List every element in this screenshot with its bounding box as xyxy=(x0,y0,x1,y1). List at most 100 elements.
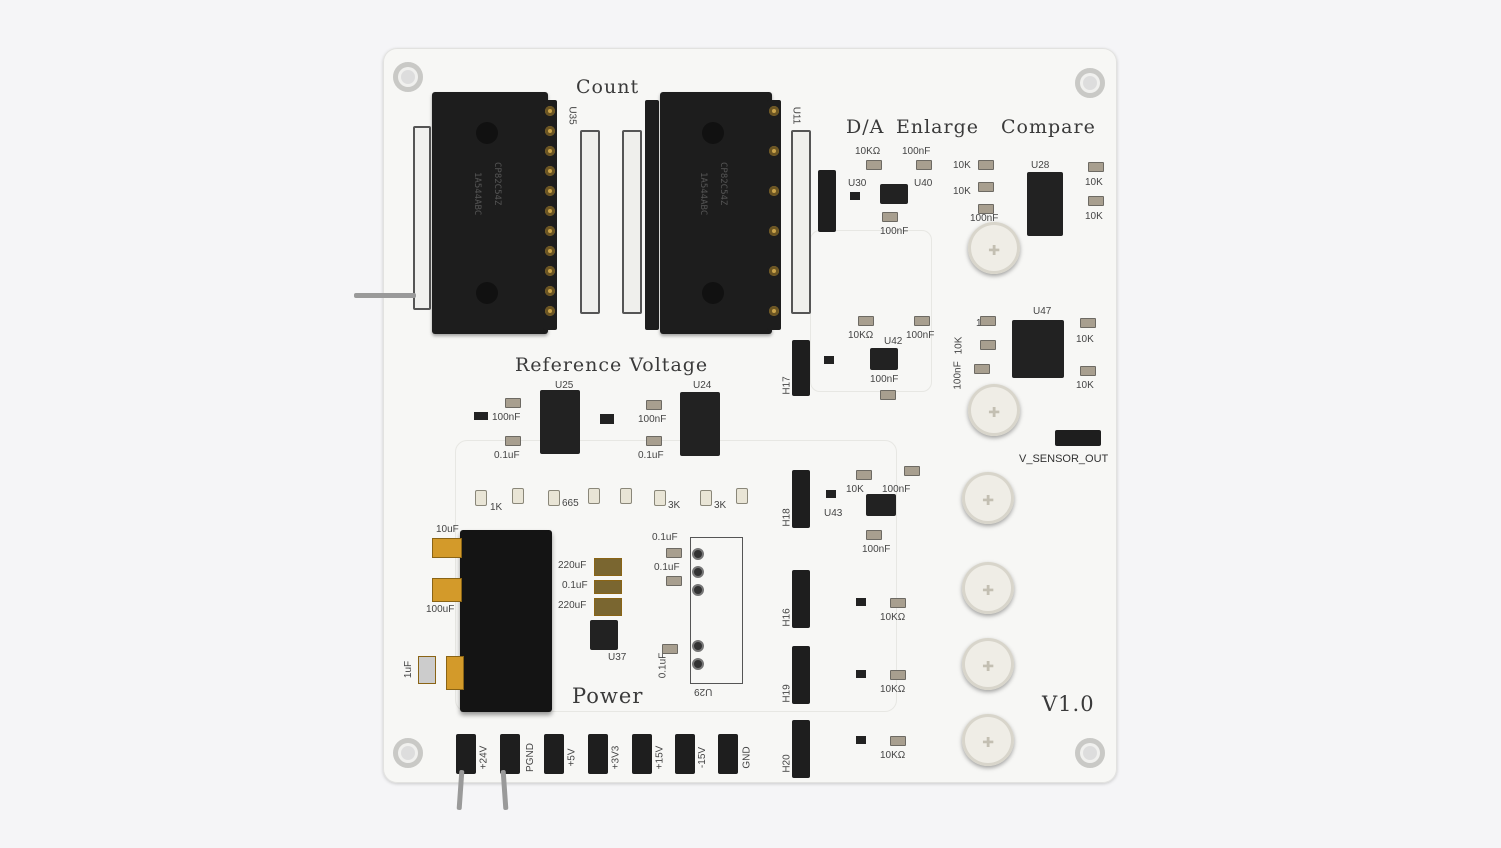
pot-screw-icon: ✚ xyxy=(981,652,995,676)
section-label-reference-voltage: Reference Voltage xyxy=(515,354,709,376)
potentiometer-r57[interactable]: ✚ xyxy=(968,384,1020,436)
pot-screw-icon: ✚ xyxy=(981,486,995,510)
power-label-gnd: GND xyxy=(741,746,753,769)
power-label-5v: +5V xyxy=(566,748,578,767)
r60-value: 10K xyxy=(953,160,971,171)
ic-u47 xyxy=(1012,320,1064,378)
power-pin-15v[interactable] xyxy=(632,734,652,774)
r67-value: 10K xyxy=(953,336,965,355)
module-outline-u29 xyxy=(690,537,743,684)
chip-dimple xyxy=(476,282,498,304)
power-pin-3v3[interactable] xyxy=(588,734,608,774)
capacitor-10uf xyxy=(432,538,462,558)
chip-dimple xyxy=(476,122,498,144)
ic-u40 xyxy=(880,184,908,204)
potentiometer-r49[interactable]: ✚ xyxy=(968,222,1020,274)
header-label-h18: H18 xyxy=(781,508,793,527)
potentiometer-r59[interactable]: ✚ xyxy=(962,472,1014,524)
r63-value: 10KΩ xyxy=(880,684,906,695)
resistor-r61 xyxy=(1088,162,1104,172)
cap-01uf-top-value: 0.1uF xyxy=(652,532,678,543)
ic-u42 xyxy=(870,348,898,370)
capacitor-c55 xyxy=(882,212,898,222)
pin xyxy=(545,146,555,156)
power-pin-minus-15v[interactable] xyxy=(675,734,695,774)
r56-value: 10KΩ xyxy=(848,330,874,341)
v-sensor-out-label: V_SENSOR_OUT xyxy=(1019,453,1109,465)
capacitor-c57 xyxy=(646,400,662,410)
resistor-r53 xyxy=(654,490,666,506)
led-led8 xyxy=(512,488,524,504)
resistor-r50 xyxy=(548,490,560,506)
chip-marking-sub: 1A544ABC xyxy=(472,172,482,216)
power-pin-24v[interactable] xyxy=(456,734,476,774)
refdes-u37: U37 xyxy=(608,652,627,663)
pin xyxy=(545,306,555,316)
header-label-h19: H19 xyxy=(781,684,793,703)
jumper-h20[interactable] xyxy=(792,720,810,778)
resistor-r58 xyxy=(856,470,872,480)
refdes-u47: U47 xyxy=(1033,306,1052,317)
cap-100uf-value: 100uF xyxy=(426,604,455,615)
capacitor-c63 xyxy=(594,598,622,616)
capacitor-c6x xyxy=(446,656,464,690)
ic-u44 xyxy=(866,494,896,516)
transistor-u45 xyxy=(856,670,866,678)
potentiometer-r68[interactable]: ✚ xyxy=(962,714,1014,766)
refdes-u40: U40 xyxy=(914,178,933,189)
jumper-h18[interactable] xyxy=(792,470,810,528)
capacitor-c68 xyxy=(880,390,896,400)
ic-u25 xyxy=(540,390,580,454)
refdes-u25: U25 xyxy=(555,380,574,391)
jumper-da[interactable] xyxy=(818,170,836,232)
pin xyxy=(769,186,779,196)
pin xyxy=(545,126,555,136)
trace xyxy=(455,440,897,712)
resistor-r63 xyxy=(890,670,906,680)
jumper-h17[interactable] xyxy=(792,340,810,396)
cap-01uf-value: 0.1uF xyxy=(562,580,588,591)
power-pin-gnd[interactable] xyxy=(718,734,738,774)
transistor-u3 xyxy=(600,414,614,424)
header-strip-h13 xyxy=(580,130,600,314)
chip-socket-right-outer xyxy=(645,100,659,330)
resistor-r60 xyxy=(978,160,994,170)
power-pin-5v[interactable] xyxy=(544,734,564,774)
capacitor-c69 xyxy=(904,466,920,476)
module-pin xyxy=(692,584,704,596)
resistor-r52 xyxy=(700,490,712,506)
transistor-u26 xyxy=(474,412,488,420)
cap-220uf-b-value: 220uF xyxy=(558,600,587,611)
chip-pins-right xyxy=(767,100,781,330)
power-pin-pgnd[interactable] xyxy=(500,734,520,774)
pin xyxy=(545,206,555,216)
refdes-u30: U30 xyxy=(848,178,867,189)
section-label-power: Power xyxy=(572,684,644,708)
power-label-24v: +24V xyxy=(478,745,490,770)
counter-chip-left: CP82C54Z 1A544ABC xyxy=(432,92,548,334)
pot-screw-icon: ✚ xyxy=(981,728,995,752)
r51-value: 1K xyxy=(490,502,503,513)
c62-value: 0.1uF xyxy=(657,652,669,679)
jumper-h16[interactable] xyxy=(792,570,810,628)
pin xyxy=(545,246,555,256)
c74-value: 1uF xyxy=(403,660,415,679)
chip-marking: CP82C54Z xyxy=(718,162,728,206)
module-pin xyxy=(692,658,704,670)
c54-value: 100nF xyxy=(902,146,931,157)
chip-dimple xyxy=(702,122,724,144)
jumper-h19[interactable] xyxy=(792,646,810,704)
potentiometer-r55[interactable]: ✚ xyxy=(962,562,1014,614)
r58-value: 10K xyxy=(846,484,864,495)
header-label-h17: H17 xyxy=(781,376,793,395)
pot-screw-icon: ✚ xyxy=(981,576,995,600)
c43-value: 100nF xyxy=(492,412,521,423)
c72-value: 0.1uF xyxy=(494,450,520,461)
resistor-r65 xyxy=(890,736,906,746)
r47-value: 10K xyxy=(953,186,971,197)
transistor-u30 xyxy=(850,192,860,200)
potentiometer-r64[interactable]: ✚ xyxy=(962,638,1014,690)
jumper-v-sensor-out[interactable] xyxy=(1055,430,1101,446)
power-label-15v: +15V xyxy=(654,745,666,770)
header-strip-h14 xyxy=(622,130,642,314)
